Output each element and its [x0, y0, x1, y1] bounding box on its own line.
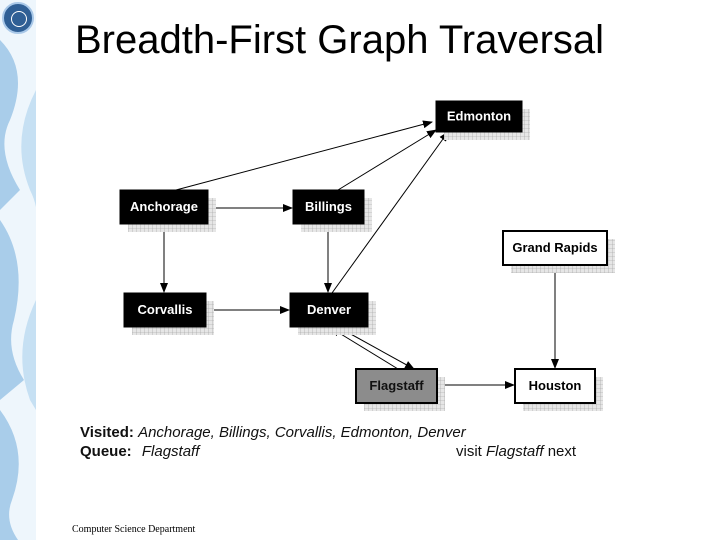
node-houston: Houston: [515, 369, 603, 411]
node-flagstaff: Flagstaff: [356, 369, 445, 411]
node-grand-rapids: Grand Rapids: [503, 231, 615, 273]
queue-label: Queue:: [80, 443, 132, 460]
edges-layer: [164, 122, 555, 385]
node-anchorage: Anchorage: [120, 190, 216, 232]
footer-department: Computer Science Department: [72, 524, 195, 535]
node-label: Flagstaff: [369, 378, 424, 393]
node-denver: Denver: [290, 293, 376, 335]
next-visit-line: visit Flagstaff next: [456, 443, 576, 460]
node-edmonton: Edmonton: [436, 101, 530, 140]
visited-line: Visited: Anchorage, Billings, Corvallis,…: [80, 424, 466, 441]
edge-billings-to-edmonton: [338, 130, 436, 190]
visited-label: Visited:: [80, 424, 134, 441]
next-suffix: next: [548, 443, 576, 460]
node-label: Grand Rapids: [512, 240, 597, 255]
node-billings: Billings: [293, 190, 372, 232]
queue-line: Queue: Flagstaff: [80, 443, 199, 460]
node-label: Houston: [529, 378, 582, 393]
visited-value: Anchorage, Billings, Corvallis, Edmonton…: [138, 424, 466, 441]
node-label: Anchorage: [130, 199, 198, 214]
node-label: Billings: [305, 199, 352, 214]
queue-value: Flagstaff: [142, 443, 200, 460]
next-prefix: visit: [456, 443, 482, 460]
node-corvallis: Corvallis: [124, 293, 214, 335]
node-label: Corvallis: [138, 302, 193, 317]
next-value: Flagstaff: [486, 443, 544, 460]
node-label: Edmonton: [447, 109, 511, 124]
node-label: Denver: [307, 302, 351, 317]
